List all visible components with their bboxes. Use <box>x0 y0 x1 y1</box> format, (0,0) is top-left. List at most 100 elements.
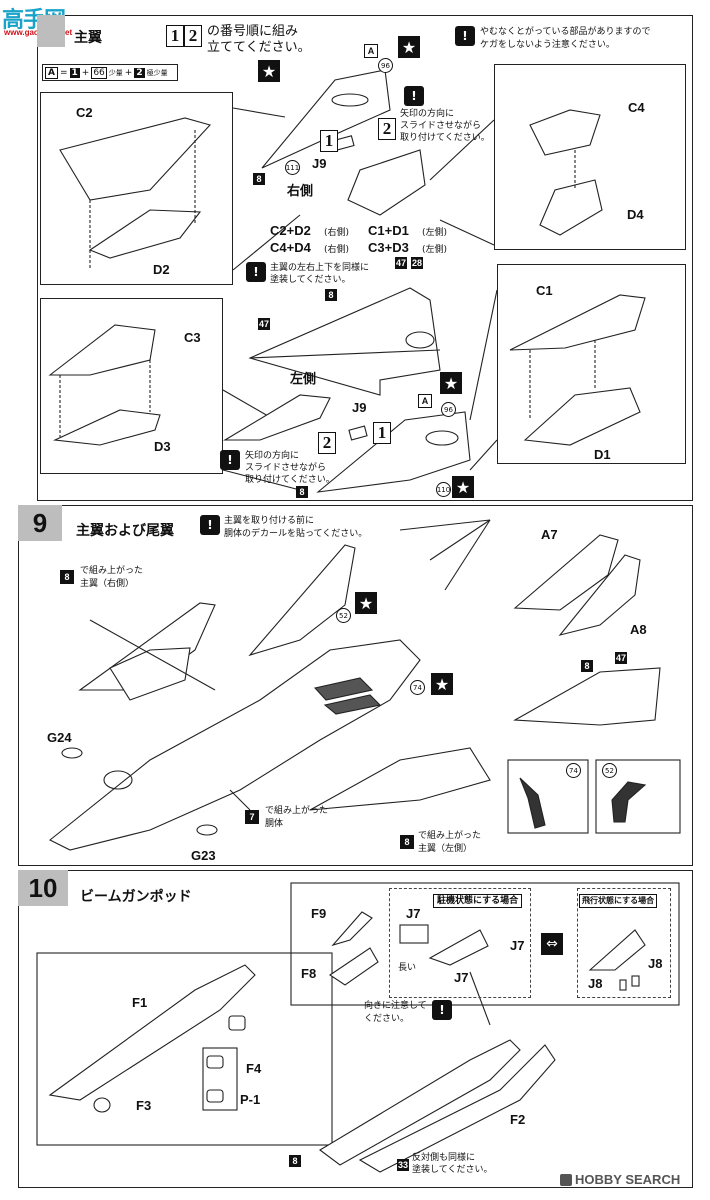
step10-number-badge: 10 <box>18 870 68 906</box>
badge-a-2: A <box>418 394 432 408</box>
slide-warn-icon-2: ! <box>220 450 240 470</box>
slide-note-1-line2: スライドさせながら <box>400 121 482 131</box>
part-d2: D2 <box>153 262 170 277</box>
formula-s2: 少量 <box>108 68 123 77</box>
formula-a: A <box>45 66 58 79</box>
step10-badge-33: 33 <box>397 1159 409 1171</box>
badge-8-3: 8 <box>296 486 308 498</box>
step-digit-2b: 2 <box>318 432 336 454</box>
step9-number-badge: 9 <box>18 505 62 541</box>
badge-96-1: 96 <box>378 58 393 73</box>
star-icon-6: ★ <box>431 673 453 695</box>
slide-note-2-line3: 取り付けてください。 <box>245 475 335 485</box>
hobbysearch-watermark: HOBBY SEARCH <box>560 1172 680 1187</box>
other-side-line1: 反対側も同様に <box>412 1153 476 1163</box>
slide-note-2-line2: スライドさせながら <box>245 463 327 473</box>
orient-note-line1: 向きに注意して <box>364 1001 427 1011</box>
combo-c2d2: C2+D2 <box>270 223 311 238</box>
combo-c3d3-side: (左側) <box>422 245 448 255</box>
other-side-line2: 塗装してください。 <box>412 1165 493 1175</box>
parked-panel <box>389 888 531 998</box>
fuselage-line2: 胴体 <box>265 819 284 829</box>
formula-plus1: + <box>81 67 90 78</box>
part-f3: F3 <box>136 1098 152 1113</box>
formula-n2: 66 <box>91 66 107 79</box>
part-j7-1: J7 <box>406 906 421 921</box>
paint-note-line1: 主翼の左右上下を同様に <box>270 263 370 273</box>
part-c4: C4 <box>628 100 645 115</box>
paint-warn-icon: ! <box>246 262 266 282</box>
formula-eq: = <box>59 67 68 78</box>
step-digit-1a: 1 <box>320 130 338 152</box>
part-f2: F2 <box>510 1112 526 1127</box>
step9-note-line2: 胴体のデカールを貼ってください。 <box>224 529 368 539</box>
combo-c1d1: C1+D1 <box>368 223 409 238</box>
combo-c4d4-side: (右側) <box>324 245 350 255</box>
long-label: 長い <box>398 963 417 973</box>
badge-96-2: 96 <box>441 402 456 417</box>
part-f8: F8 <box>301 966 317 981</box>
caution-icon: ! <box>455 26 475 46</box>
slide-note-1-line3: 取り付けてください。 <box>400 133 490 143</box>
star-icon-4: ★ <box>452 476 474 498</box>
step9-badge-52: 52 <box>336 608 351 623</box>
badge-111: 111 <box>285 160 300 175</box>
order-digit-1: 1 <box>166 25 184 47</box>
part-a8: A8 <box>630 622 647 637</box>
step9-badge-8-left: 8 <box>400 835 414 849</box>
step10-badge-8: 8 <box>289 1155 301 1167</box>
part-d3: D3 <box>154 439 171 454</box>
step10-title: ビームガンポッド <box>80 889 192 905</box>
part-c1: C1 <box>536 283 553 298</box>
part-d4: D4 <box>627 207 644 222</box>
part-d1: D1 <box>594 447 611 462</box>
hobbysearch-brand: HOBBY SEARCH <box>575 1172 681 1187</box>
hobbysearch-logo-icon <box>560 1173 572 1186</box>
left-side-label: 左側 <box>290 371 317 386</box>
part-c2: C2 <box>76 105 93 120</box>
caution-line2: ケガをしないよう注意ください。 <box>480 40 615 50</box>
color-formula: A = 1 + 66 少量 + 2 極少量 <box>42 64 178 81</box>
parked-label: 駐機状態にする場合 <box>433 894 523 908</box>
decal-52: 52 <box>602 763 617 778</box>
badge-47-2: 47 <box>258 318 270 330</box>
step8-section <box>37 15 693 501</box>
formula-n1: 1 <box>69 67 80 78</box>
part-c3: C3 <box>184 330 201 345</box>
flight-panel <box>577 888 671 998</box>
formula-s3: 極少量 <box>146 68 168 77</box>
part-g23: G23 <box>191 848 216 863</box>
badge-28: 28 <box>411 257 423 269</box>
star-icon-2: ★ <box>258 60 280 82</box>
part-p1: P-1 <box>240 1092 261 1107</box>
order-note-line1: の番号順に組み <box>207 24 299 39</box>
part-j7-3: J7 <box>454 970 469 985</box>
order-note-line2: 立ててください。 <box>207 40 311 55</box>
order-digit-2: 2 <box>184 25 202 47</box>
orient-note-line2: ください。 <box>364 1014 410 1024</box>
step9-badge-8-tail: 8 <box>581 660 593 672</box>
step9-note-line1: 主翼を取り付ける前に <box>224 516 315 526</box>
formula-plus2: + <box>124 67 133 78</box>
wing-right-line1: で組み上がった <box>80 566 144 576</box>
right-side-label: 右側 <box>287 183 314 198</box>
step9-badge-7: 7 <box>245 810 259 824</box>
part-j9-2: J9 <box>352 400 367 415</box>
star-icon-1: ★ <box>398 36 420 58</box>
slide-note-1-line1: 矢印の方向に <box>400 109 455 119</box>
caution-line1: やむなくとがっている部品がありますので <box>480 27 651 37</box>
combo-c1d1-side: (左側) <box>422 228 448 238</box>
formula-n3: 2 <box>134 67 145 78</box>
part-a7: A7 <box>541 527 558 542</box>
part-j8-2: J8 <box>588 976 603 991</box>
part-j7-2: J7 <box>510 938 525 953</box>
step9-note-icon: ! <box>200 515 220 535</box>
badge-8-2: 8 <box>325 289 337 301</box>
swap-icon: ⇔ <box>541 933 563 955</box>
box-c4-d4 <box>494 64 686 250</box>
slide-warn-icon-1: ! <box>404 86 424 106</box>
star-icon-3: ★ <box>440 372 462 394</box>
part-g24: G24 <box>47 730 72 745</box>
step9-badge-47: 47 <box>615 652 627 664</box>
